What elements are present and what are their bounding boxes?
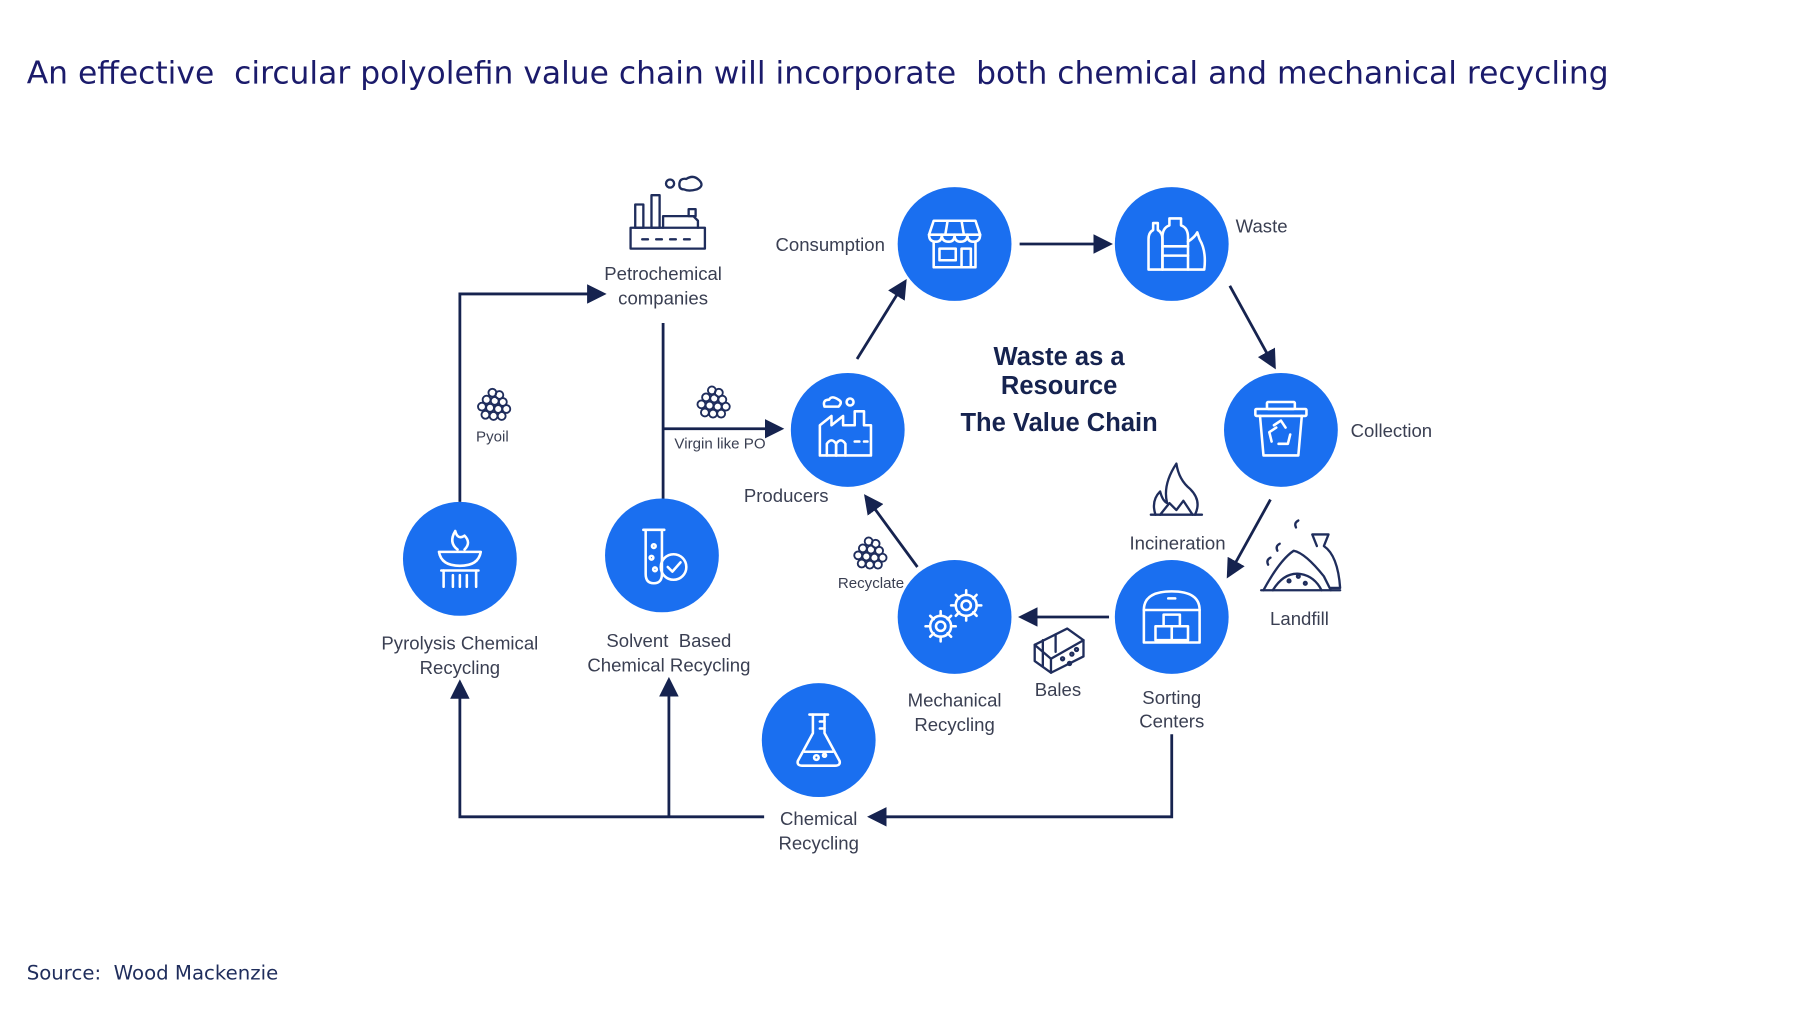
pellets-icon <box>853 536 888 570</box>
node-label: Sorting <box>1142 687 1201 708</box>
arrow-pyrolysis-to-petrochemical <box>458 284 607 502</box>
factory-icon <box>818 396 873 457</box>
arrow-chemical-to-pyrolysis <box>450 679 765 819</box>
arrow-producers-to-consumption <box>855 279 907 360</box>
flow-label-pyoil: Pyoil <box>476 387 512 446</box>
center-line-2: Resource <box>1001 372 1117 400</box>
recycle-bin-icon <box>1254 400 1308 457</box>
node-circle <box>1224 372 1338 487</box>
node-circle <box>402 501 517 616</box>
node-label: Chemical <box>780 808 857 829</box>
gears-icon <box>924 588 983 643</box>
node-waste[interactable]: Waste <box>1114 187 1288 301</box>
pellets-icon <box>696 385 731 419</box>
connectors <box>450 234 1276 827</box>
node-label: Collection <box>1351 420 1433 441</box>
node-label: Recycling <box>778 832 859 853</box>
bales[interactable]: Bales <box>1033 627 1085 700</box>
arrow-waste-to-collection <box>1228 285 1276 370</box>
node-circle <box>1114 560 1229 674</box>
source-note: Source: Wood Mackenzie <box>27 961 279 984</box>
arrow-sorting-to-chemical <box>867 734 1174 827</box>
grill-flame-icon <box>437 529 483 589</box>
recyclate-label: Recyclate <box>838 575 904 592</box>
pellets-icon <box>477 387 512 421</box>
node-producers[interactable]: Producers <box>744 372 905 506</box>
landfill-label: Landfill <box>1270 608 1329 629</box>
test-tube-check-icon <box>642 528 688 585</box>
bottles-bag-icon <box>1147 217 1207 271</box>
incineration-label: Incineration <box>1130 533 1226 554</box>
node-chemical-recycling[interactable]: Chemical Recycling <box>761 683 876 853</box>
flow-label-recyclate: Recyclate <box>838 536 904 592</box>
node-circle <box>790 372 905 487</box>
bales-label: Bales <box>1035 679 1081 700</box>
warehouse-icon <box>1142 590 1201 644</box>
node-sorting-centers[interactable]: Sorting Centers <box>1114 560 1229 731</box>
node-mechanical-recycling[interactable]: Mechanical Recycling <box>897 560 1012 735</box>
petrochemical-label: Petrochemical <box>604 263 722 284</box>
node-pyrolysis-chemical-recycling[interactable]: Pyrolysis Chemical Recycling <box>381 501 538 678</box>
node-label: Centers <box>1139 710 1204 731</box>
node-label: Chemical Recycling <box>587 655 750 676</box>
fire-icon <box>1149 462 1204 516</box>
center-line-1: Waste as a <box>994 343 1126 371</box>
flow-label-virgin-po: Virgin like PO <box>674 385 766 452</box>
node-collection[interactable]: Collection <box>1224 372 1433 487</box>
petrochemical-companies[interactable]: Petrochemical companies <box>604 175 722 309</box>
node-label: Waste <box>1236 215 1288 236</box>
node-circle <box>761 683 876 798</box>
incineration[interactable]: Incineration <box>1130 462 1226 554</box>
node-label: Pyrolysis Chemical <box>381 632 538 653</box>
petrochemical-label: companies <box>618 287 708 308</box>
petrochemical-plant-icon <box>629 175 707 250</box>
virgin-like-po-label: Virgin like PO <box>674 435 765 452</box>
node-solvent-based-chemical-recycling[interactable]: Solvent Based Chemical Recycling <box>587 498 750 676</box>
center-heading: Waste as a Resource The Value Chain <box>960 343 1157 437</box>
node-label: Consumption <box>775 234 884 255</box>
arrow-mechanical-to-producers <box>864 494 919 568</box>
node-label: Producers <box>744 485 829 506</box>
node-consumption[interactable]: Consumption <box>775 187 1012 301</box>
node-circle <box>897 560 1012 674</box>
pyoil-label: Pyoil <box>476 429 509 446</box>
node-label: Recycling <box>420 657 501 678</box>
arrow-collection-to-sorting <box>1226 498 1272 579</box>
page-title: An effective circular polyolefin value c… <box>27 56 1609 92</box>
center-line-3: The Value Chain <box>960 409 1157 437</box>
node-circle <box>1114 187 1229 301</box>
node-label: Recycling <box>914 714 995 735</box>
landfill-icon <box>1260 519 1342 592</box>
node-label: Solvent Based <box>606 630 731 651</box>
storefront-icon <box>927 219 982 269</box>
node-circle <box>897 187 1012 301</box>
flask-icon <box>796 713 842 767</box>
node-label: Mechanical <box>908 689 1002 710</box>
bales-icon <box>1033 627 1085 674</box>
landfill[interactable]: Landfill <box>1260 519 1342 630</box>
